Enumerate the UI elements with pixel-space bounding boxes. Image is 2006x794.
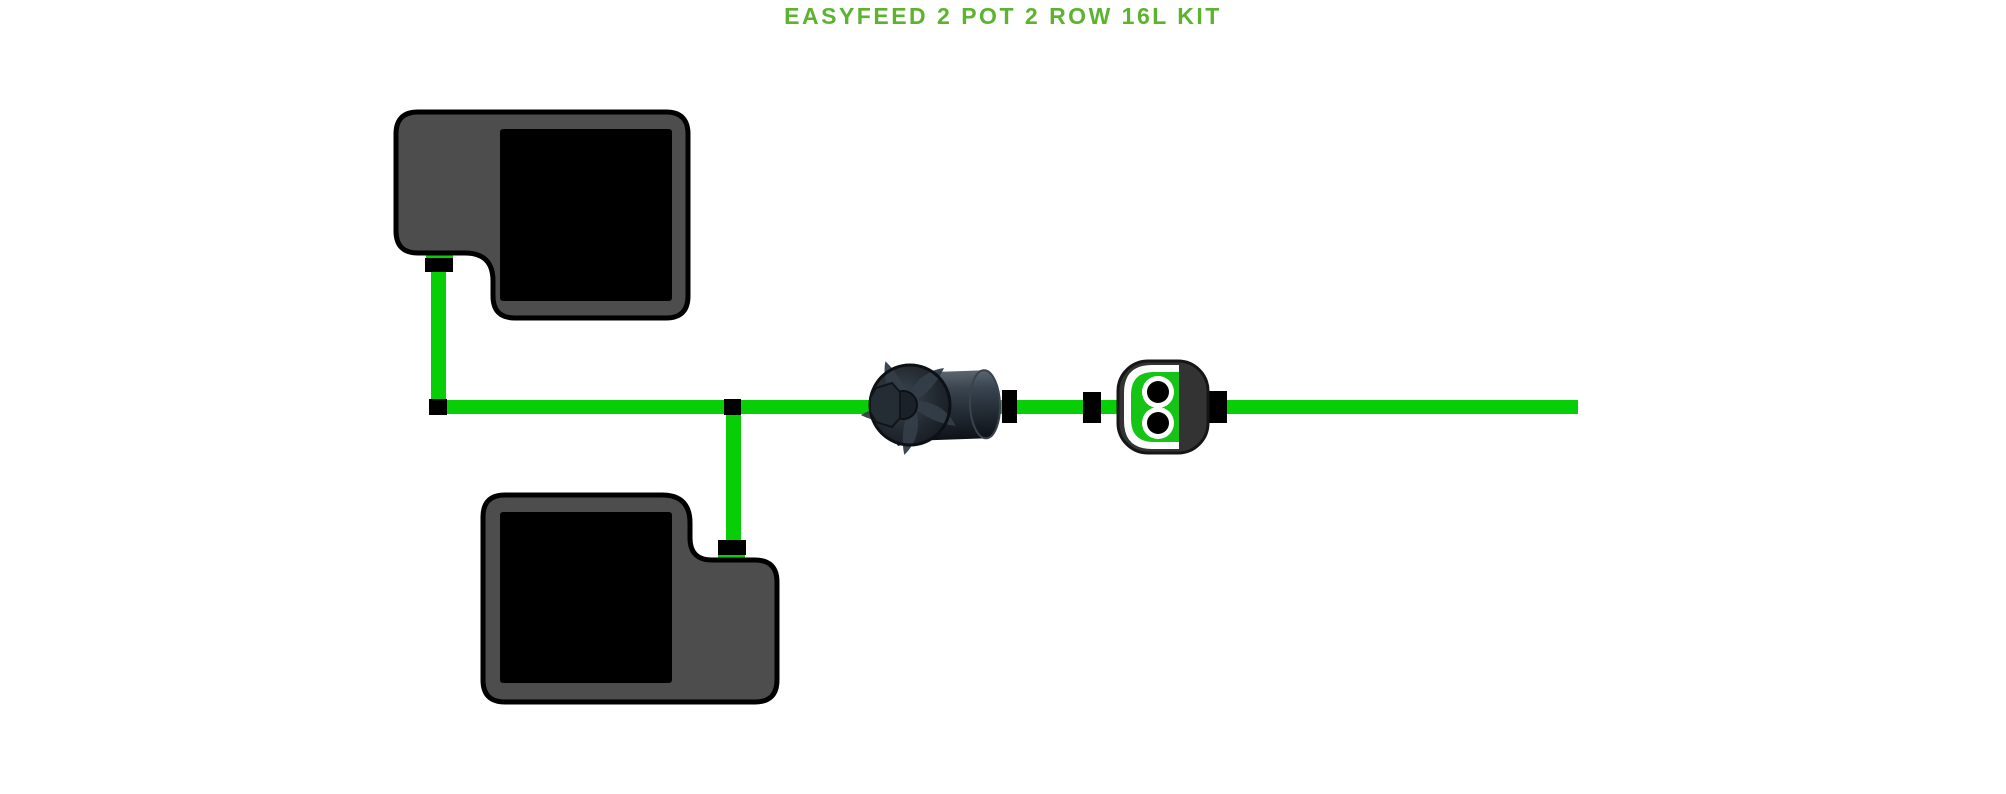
pot-top-drop-tube (431, 270, 446, 403)
kit-title: EASYFEED 2 POT 2 ROW 16L KIT (784, 3, 1222, 29)
pot-top (393, 109, 691, 321)
elbow-connector (429, 399, 447, 415)
tee-connector (724, 399, 741, 415)
doser-outlet-connector (1206, 391, 1227, 423)
doser-unit (1116, 359, 1210, 455)
pump-outlet-connector (1002, 390, 1017, 423)
doser-inlet-connector (1083, 392, 1101, 423)
pot-top-window (500, 129, 672, 301)
pot-bottom-inlet-connector (718, 540, 746, 555)
pump (860, 361, 1002, 455)
doser-port-top (1147, 381, 1169, 403)
doser-port-bottom (1147, 412, 1169, 434)
pot-bottom (480, 492, 780, 705)
pot-bottom-drop-tube (726, 410, 741, 543)
pot-bottom-window (500, 512, 672, 683)
pot-top-inlet-connector (425, 258, 453, 272)
pump-end-cap (969, 370, 1001, 439)
pump-inlet-nut (869, 381, 901, 429)
